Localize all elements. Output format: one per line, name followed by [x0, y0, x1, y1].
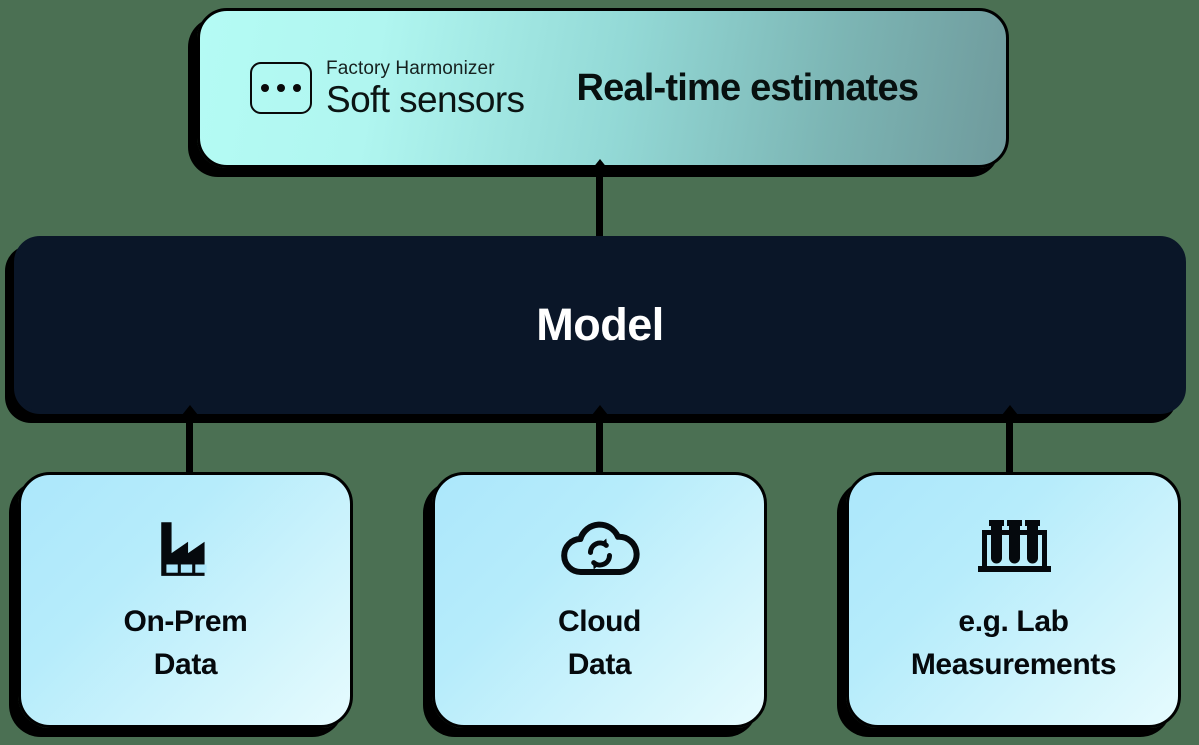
factory-icon	[153, 513, 219, 585]
source-label-onprem-line2: Data	[153, 648, 218, 681]
dot-3	[293, 84, 301, 92]
dot-2	[277, 84, 285, 92]
arrow-model-to-banner	[596, 172, 603, 240]
dot-1	[261, 84, 269, 92]
brand-lockup: Factory Harmonizer Soft sensors	[250, 57, 525, 120]
soft-sensors-banner: Factory Harmonizer Soft sensors Real-tim…	[197, 8, 1009, 168]
cloud-sync-icon	[557, 513, 643, 585]
source-label-cloud-line1: Cloud	[558, 605, 641, 639]
test-tube-rack-icon	[976, 513, 1052, 585]
source-label-cloud: Cloud Data	[558, 601, 641, 686]
source-label-cloud-line2: Data	[567, 648, 632, 681]
source-label-onprem-line1: On-Prem	[123, 605, 248, 639]
brand-eyebrow: Factory Harmonizer	[326, 57, 495, 79]
three-dots-rounded-square-icon	[250, 62, 312, 114]
source-card-cloud: Cloud Data	[432, 472, 767, 728]
source-card-onprem: On-Prem Data	[18, 472, 353, 728]
source-card-lab: e.g. Lab Measurements	[846, 472, 1181, 728]
banner-content: Factory Harmonizer Soft sensors Real-tim…	[200, 59, 1006, 118]
model-label: Model	[536, 299, 664, 350]
arrow-cloud-to-model	[596, 418, 603, 476]
arrow-onprem-to-model	[186, 418, 193, 476]
model-bar: Model	[14, 236, 1186, 414]
source-label-onprem: On-Prem Data	[124, 601, 248, 686]
arrow-lab-to-model	[1006, 418, 1013, 476]
source-label-lab: e.g. Lab Measurements	[910, 601, 1117, 686]
source-label-lab-line1: e.g. Lab	[958, 605, 1069, 639]
brand-name: Soft sensors	[326, 78, 525, 120]
banner-headline: Real-time estimates	[576, 66, 919, 109]
brand-text: Factory Harmonizer Soft sensors	[326, 57, 525, 120]
source-label-lab-line2: Measurements	[910, 648, 1117, 681]
